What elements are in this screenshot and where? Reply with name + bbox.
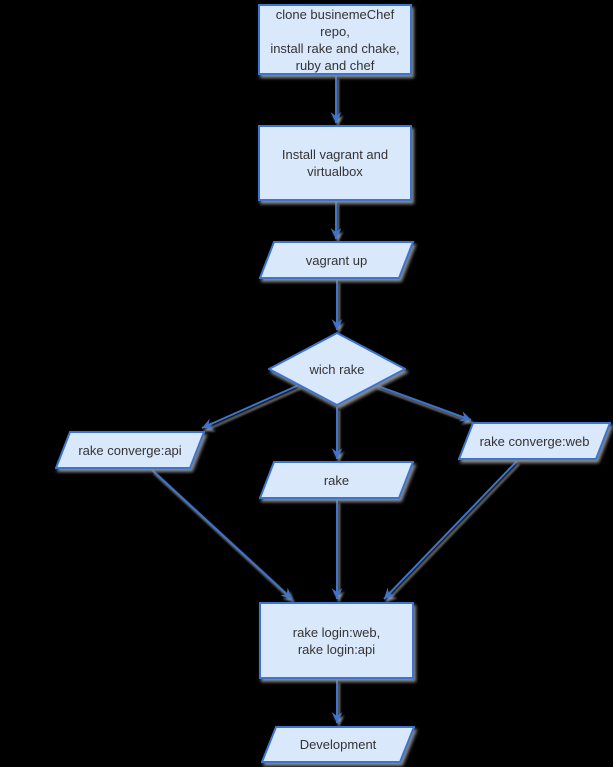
- parallelogram-shape: [55, 431, 205, 469]
- node-install-vagrant[interactable]: Install vagrant and virtualbox: [258, 125, 412, 201]
- parallelogram-shape: [259, 461, 414, 499]
- node-rake[interactable]: rake: [259, 461, 414, 499]
- node-rake-label: rake: [323, 472, 350, 488]
- node-clone-repo-label: clone businemeChef repo, install rake an…: [270, 6, 400, 73]
- parallelogram-shape: [261, 726, 415, 763]
- node-rake-login-label: rake login:web, rake login:api: [292, 624, 381, 657]
- edge-rake-converge-web-to-rake-login[interactable]: [383, 460, 518, 600]
- node-rake-converge-api-label: rake converge:api: [78, 442, 182, 458]
- edge-rake-converge-api-to-rake-login[interactable]: [151, 469, 293, 600]
- diamond-shape: [268, 332, 406, 406]
- parallelogram-shape: [458, 422, 611, 460]
- node-vagrant-up[interactable]: vagrant up: [259, 241, 414, 279]
- edge-which-rake-to-rake-converge-web[interactable]: [374, 384, 472, 422]
- node-install-vagrant-label: Install vagrant and virtualbox: [281, 147, 389, 179]
- node-which-rake-decision[interactable]: wich rake: [268, 332, 406, 406]
- edge-which-rake-to-rake-converge-api[interactable]: [201, 384, 300, 429]
- node-rake-converge-web[interactable]: rake converge:web: [458, 422, 611, 460]
- node-vagrant-up-label: vagrant up: [305, 252, 368, 268]
- node-rake-login[interactable]: rake login:web, rake login:api: [259, 602, 414, 679]
- parallelogram-shape: [259, 241, 414, 279]
- node-clone-repo[interactable]: clone businemeChef repo, install rake an…: [258, 4, 412, 75]
- node-development-label: Development: [299, 737, 377, 752]
- node-rake-converge-api[interactable]: rake converge:api: [55, 431, 205, 469]
- node-which-rake-label: wich rake: [309, 361, 365, 377]
- node-rake-converge-web-label: rake converge:web: [479, 433, 590, 449]
- node-development[interactable]: Development: [261, 726, 415, 763]
